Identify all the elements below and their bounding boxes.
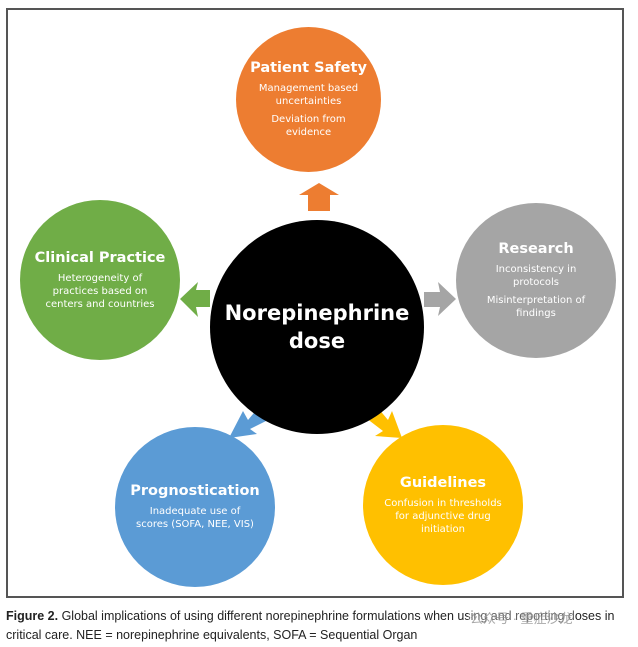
caption-text: Global implications of using different n… xyxy=(6,609,615,642)
node-title: Patient Safety xyxy=(250,60,367,76)
center-title-line1: Norepinephrine xyxy=(224,301,410,325)
watermark: 公众号 · 重症沙龙 xyxy=(468,608,575,627)
node-title: Research xyxy=(498,241,574,257)
node-title: Prognostication xyxy=(130,483,260,499)
node-text: Inadequate use of xyxy=(149,506,241,517)
arrow-patient-safety xyxy=(299,183,339,211)
node-patient-safety: Patient Safety Management based uncertai… xyxy=(236,27,381,172)
node-title: Clinical Practice xyxy=(34,249,166,266)
node-text: Confusion in thresholds xyxy=(384,497,502,509)
node-research: Research Inconsistency in protocols Misi… xyxy=(456,203,616,358)
node-text: Misinterpretation of xyxy=(486,295,586,306)
node-title: Guidelines xyxy=(399,474,487,491)
center-node: Norepinephrine dose xyxy=(210,220,424,434)
node-text: Deviation from xyxy=(271,114,346,125)
caption-label: Figure 2. xyxy=(6,609,59,623)
figure-caption: Figure 2. Global implications of using d… xyxy=(6,607,632,645)
node-text: initiation xyxy=(421,523,465,535)
node-text: for adjunctive drug xyxy=(395,510,491,522)
node-text: findings xyxy=(516,308,556,319)
node-text: protocols xyxy=(512,277,559,288)
node-prognostication: Prognostication Inadequate use of scores… xyxy=(115,427,275,587)
node-text: evidence xyxy=(285,127,332,138)
node-text: centers and countries xyxy=(45,298,155,310)
node-clinical-practice: Clinical Practice Heterogeneity of pract… xyxy=(20,200,180,360)
arrow-research xyxy=(424,282,456,316)
node-text: scores (SOFA, NEE, VIS) xyxy=(136,519,254,530)
node-guidelines: Guidelines Confusion in thresholds for a… xyxy=(363,425,523,585)
center-title-line2: dose xyxy=(288,329,346,353)
node-text: Heterogeneity of xyxy=(57,272,143,284)
node-text: Management based xyxy=(258,83,359,94)
node-text: uncertainties xyxy=(275,96,342,107)
arrow-clinical-practice xyxy=(180,282,210,317)
node-text: Inconsistency in xyxy=(495,264,577,275)
node-text: practices based on xyxy=(52,285,148,297)
